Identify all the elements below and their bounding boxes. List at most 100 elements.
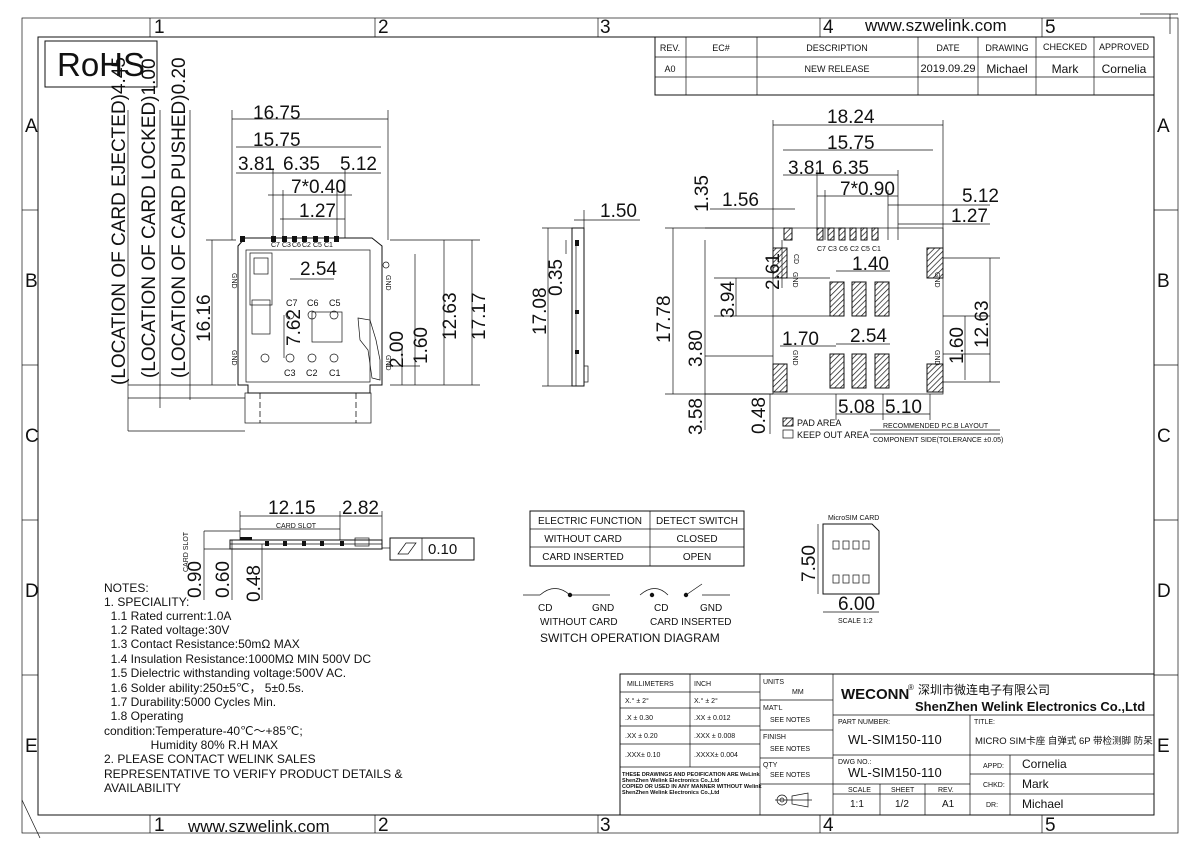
- svg-text:FINISH: FINISH: [763, 734, 786, 741]
- svg-text:5.12: 5.12: [962, 186, 999, 207]
- svg-text:深圳市微连电子有限公司: 深圳市微连电子有限公司: [918, 682, 1050, 697]
- top-view: 16.75 15.75 3.81 6.35 5.12 7*0.40 1.27 C…: [109, 57, 490, 432]
- svg-text:THESE DRAWINGS AND PEOIFICATIO: THESE DRAWINGS AND PEOIFICATION ARE WeLi…: [622, 772, 760, 778]
- svg-text:2.61: 2.61: [763, 253, 784, 290]
- svg-text:A: A: [1157, 116, 1170, 137]
- svg-text:18.24: 18.24: [827, 107, 875, 128]
- svg-text:1.4 Insulation Resistance:1000: 1.4 Insulation Resistance:1000MΩ MIN 500…: [104, 652, 371, 666]
- svg-text:1.3 Contact Resistance:50mΩ MA: 1.3 Contact Resistance:50mΩ MAX: [104, 637, 300, 651]
- svg-text:ShenZhen Welink Electronics Co: ShenZhen Welink Electronics Co.,Ltd: [622, 790, 719, 796]
- svg-text:APPROVED: APPROVED: [1099, 42, 1150, 52]
- svg-text:INCH: INCH: [694, 681, 711, 688]
- svg-text:5.10: 5.10: [885, 397, 922, 418]
- svg-text:®: ®: [908, 683, 914, 692]
- svg-text:KEEP OUT AREA: KEEP OUT AREA: [797, 430, 869, 440]
- svg-text:TITLE:: TITLE:: [974, 719, 995, 726]
- svg-text:condition:Temperature-40℃～+85℃: condition:Temperature-40℃～+85℃;: [104, 724, 303, 738]
- svg-text:QTY: QTY: [763, 762, 778, 769]
- svg-text:1. SPECIALITY:: 1. SPECIALITY:: [104, 595, 189, 609]
- svg-text:MAT'L: MAT'L: [763, 705, 783, 712]
- svg-text:C6: C6: [292, 242, 301, 249]
- svg-text:Cornelia: Cornelia: [1102, 62, 1147, 76]
- title-block: MILLIMETERS INCH X.° ± 2° X.° ± 2° .X ± …: [619, 673, 1155, 816]
- svg-text:1.7 Durability:5000 Cycles Min: 1.7 Durability:5000 Cycles Min.: [104, 695, 276, 709]
- svg-text:WITHOUT CARD: WITHOUT CARD: [540, 617, 618, 628]
- svg-text:1.27: 1.27: [951, 206, 988, 227]
- svg-text:6.35: 6.35: [283, 154, 320, 175]
- svg-text:DETECT SWITCH: DETECT SWITCH: [656, 516, 738, 527]
- svg-text:X.° ± 2°: X.° ± 2°: [625, 697, 649, 705]
- grid-columns: 1 2 3 4 5 1 2 3 4 5: [149, 17, 1056, 836]
- svg-text:17.08: 17.08: [530, 287, 551, 335]
- svg-text:MILLIMETERS: MILLIMETERS: [627, 681, 674, 688]
- svg-text:1.70: 1.70: [782, 329, 819, 350]
- pcb-layout: 18.24 15.75 3.81 6.35 7*0.90 5.12 1.27 1…: [654, 107, 1003, 444]
- svg-text:(LOCATION OF CARD LOCKED)1.00: (LOCATION OF CARD LOCKED)1.00: [139, 58, 160, 378]
- website-top[interactable]: www.szwelink.com: [864, 16, 1007, 35]
- grid-row-e: E: [25, 736, 38, 757]
- svg-text:.XXX± 0.10: .XXX± 0.10: [625, 752, 660, 759]
- svg-text:C7: C7: [286, 298, 298, 308]
- svg-text:C7: C7: [271, 242, 280, 249]
- svg-text:0.35: 0.35: [546, 259, 567, 296]
- svg-text:RECOMMENDED P.C.B LAYOUT: RECOMMENDED P.C.B LAYOUT: [883, 423, 989, 430]
- svg-text:1.60: 1.60: [411, 327, 432, 364]
- grid-col-4: 4: [823, 17, 834, 38]
- svg-text:REV.: REV.: [660, 43, 680, 53]
- svg-text:GND: GND: [933, 350, 940, 366]
- svg-text:15.75: 15.75: [827, 133, 875, 154]
- svg-text:C5: C5: [861, 246, 870, 253]
- svg-text:6.00: 6.00: [838, 594, 875, 615]
- svg-text:SEE NOTES: SEE NOTES: [770, 746, 810, 753]
- svg-text:Cornelia: Cornelia: [1022, 757, 1067, 771]
- svg-text:(LOCATION OF CARD EJECTED)4.45: (LOCATION OF CARD EJECTED)4.45: [109, 57, 130, 385]
- svg-text:1.2 Rated voltage:30V: 1.2 Rated voltage:30V: [104, 623, 229, 637]
- svg-text:C2: C2: [850, 246, 859, 253]
- svg-text:CD: CD: [538, 603, 552, 614]
- svg-text:MicroSIM CARD: MicroSIM CARD: [828, 515, 879, 522]
- svg-text:CD: CD: [654, 603, 668, 614]
- grid-row-a: A: [25, 116, 38, 137]
- svg-text:NOTES:: NOTES:: [104, 581, 149, 595]
- svg-text:.XX ± 0.20: .XX ± 0.20: [625, 733, 658, 740]
- svg-text:Mark: Mark: [1022, 777, 1050, 791]
- website-bottom[interactable]: www.szwelink.com: [187, 817, 330, 836]
- svg-text:GND: GND: [933, 272, 940, 288]
- svg-text:C7: C7: [817, 246, 826, 253]
- svg-text:1.1 Rated current:1.0A: 1.1 Rated current:1.0A: [104, 609, 231, 623]
- flatness-frame: [389, 537, 475, 561]
- svg-text:B: B: [1157, 271, 1170, 292]
- svg-text:17.78: 17.78: [654, 295, 675, 343]
- svg-text:4: 4: [823, 815, 834, 836]
- svg-text:MM: MM: [792, 689, 804, 696]
- svg-text:DR:: DR:: [986, 802, 998, 809]
- svg-text:1.60: 1.60: [947, 327, 968, 364]
- svg-text:GND: GND: [384, 275, 391, 291]
- svg-text:CARD SLOT: CARD SLOT: [183, 531, 190, 572]
- svg-text:A1: A1: [942, 799, 955, 810]
- svg-text:0.10: 0.10: [428, 541, 457, 558]
- svg-text:GND: GND: [791, 350, 798, 366]
- svg-text:C: C: [1157, 426, 1171, 447]
- svg-text:GND: GND: [384, 355, 391, 371]
- svg-text:.XXXX± 0.004: .XXXX± 0.004: [694, 752, 738, 759]
- switch-diagram: CD GND WITHOUT CARD CD GND CARD INSERTED…: [523, 583, 732, 645]
- svg-text:C6: C6: [307, 298, 319, 308]
- svg-text:1:1: 1:1: [850, 799, 864, 810]
- svg-text:PART NUMBER:: PART NUMBER:: [838, 719, 890, 726]
- switch-table: ELECTRIC FUNCTION DETECT SWITCH WITHOUT …: [529, 510, 745, 567]
- svg-text:0.60: 0.60: [213, 561, 234, 598]
- svg-text:GND: GND: [592, 603, 614, 614]
- svg-text:3.58: 3.58: [686, 398, 707, 435]
- rohs-box: [44, 40, 158, 88]
- svg-text:C3: C3: [284, 368, 296, 378]
- svg-text:GND: GND: [791, 272, 798, 288]
- svg-text:2019.09.29: 2019.09.29: [920, 63, 975, 75]
- svg-text:3: 3: [600, 815, 611, 836]
- revision-table: REV. EC# DESCRIPTION DATE DRAWING CHECKE…: [654, 36, 1155, 96]
- svg-text:DRAWING: DRAWING: [985, 43, 1028, 53]
- svg-text:7.62: 7.62: [284, 309, 305, 346]
- svg-text:SHEET: SHEET: [891, 787, 915, 794]
- svg-text:Michael: Michael: [1022, 797, 1063, 811]
